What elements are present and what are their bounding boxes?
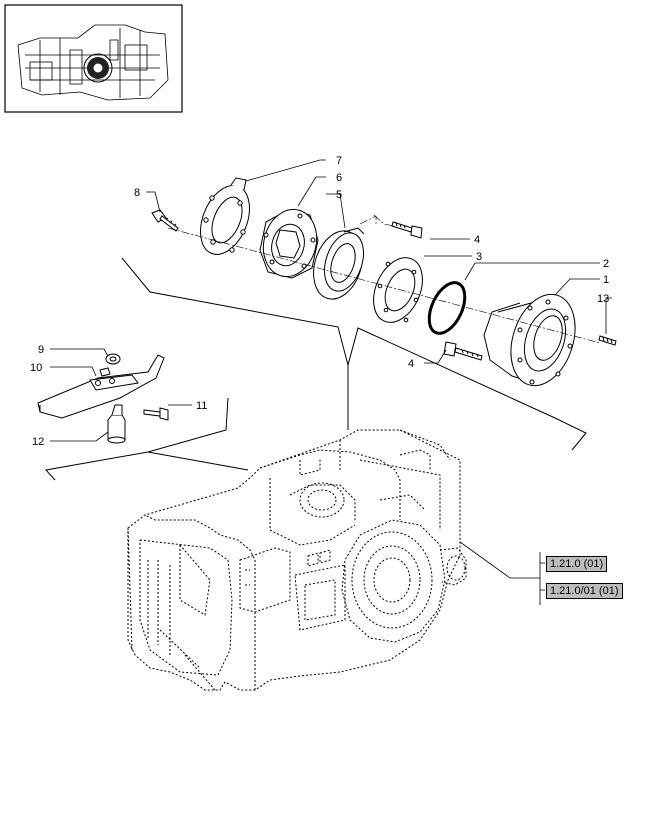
part-4-bolt-upper[interactable]	[391, 221, 423, 239]
perspective-lines	[45, 257, 587, 481]
callout-9: 9	[38, 344, 44, 356]
leader-lines	[50, 159, 612, 605]
part-3-gasket[interactable]	[364, 250, 432, 330]
part-6-bearing-hub[interactable]	[256, 203, 324, 282]
part-2-o-ring[interactable]	[422, 277, 472, 339]
part-5-bearing-cup[interactable]	[305, 225, 370, 306]
callout-7: 7	[336, 155, 342, 167]
transmission-housing	[127, 429, 467, 691]
reference-link-1[interactable]: 1.21.0 (01)	[546, 556, 608, 572]
part-11-pin[interactable]	[143, 407, 169, 421]
callout-2: 2	[603, 258, 609, 270]
callout-6: 6	[336, 172, 342, 184]
part-1-cover[interactable]	[483, 286, 586, 394]
callout-4-lower: 4	[408, 358, 414, 370]
locator-thumbnail	[4, 4, 183, 113]
part-13-stud[interactable]	[598, 335, 617, 346]
part-4-bolt-lower[interactable]	[443, 341, 483, 361]
part-9-washer[interactable]	[105, 353, 121, 365]
callout-4-upper: 4	[474, 234, 480, 246]
part-12-pivot-pin[interactable]	[107, 404, 126, 444]
part-8-bolt[interactable]	[151, 209, 179, 232]
callout-10: 10	[30, 362, 42, 374]
callout-1: 1	[603, 274, 609, 286]
reference-link-2[interactable]: 1.21.0/01 (01)	[546, 583, 623, 599]
callout-11: 11	[196, 400, 207, 412]
part-7-flange-plate[interactable]	[191, 177, 259, 262]
callout-12: 12	[32, 436, 44, 448]
part-10-lever-bracket[interactable]	[37, 354, 165, 419]
callout-3: 3	[476, 251, 482, 263]
callout-labels: 7 6 5 8 4 3 2 1 13 4 9 10 11 12	[30, 155, 609, 448]
callout-5: 5	[336, 189, 342, 201]
assembly-axis-lines	[167, 214, 601, 344]
callout-13: 13	[597, 293, 609, 305]
callout-8: 8	[134, 187, 140, 199]
